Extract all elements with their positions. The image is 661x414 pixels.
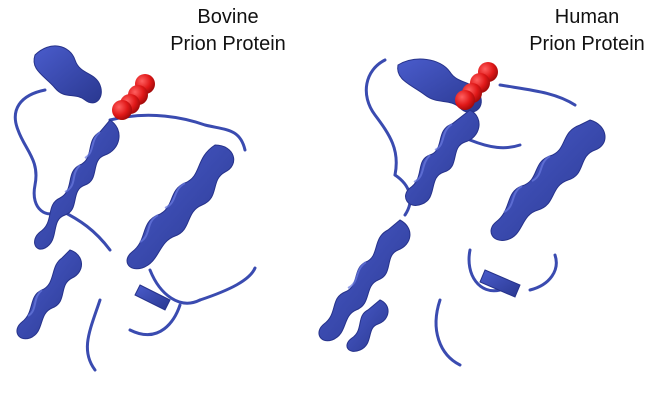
coil (468, 138, 522, 150)
bovine-label-line2: Prion Protein (170, 33, 286, 55)
strand-1 (134, 284, 171, 311)
coil (13, 88, 62, 216)
helix-5 (346, 299, 389, 352)
human-label-line1: Human (554, 6, 620, 28)
human-label-line2: Prion Protein (529, 33, 645, 55)
helix-4 (16, 249, 82, 340)
helix-1 (33, 45, 102, 104)
coil (85, 298, 102, 372)
coil (528, 253, 558, 292)
helix-2 (34, 119, 120, 250)
highlight-residue-bovine (112, 74, 155, 120)
helix-3 (490, 119, 606, 241)
coil (148, 268, 202, 305)
bovine-label: Bovine Prion Protein (153, 4, 303, 58)
human-label: Human Prion Protein (512, 4, 661, 58)
coil (128, 303, 182, 337)
strand-1 (479, 269, 521, 298)
coil (198, 266, 257, 302)
coil (498, 83, 577, 107)
helix-2 (405, 109, 480, 206)
coil (108, 113, 247, 152)
helix-3 (126, 144, 235, 270)
coil (467, 248, 502, 293)
bovine-label-line1: Bovine (197, 6, 259, 28)
coil (364, 58, 398, 177)
bovine-prion-structure (13, 45, 257, 372)
highlight-residue-human (455, 62, 498, 110)
coil (434, 298, 462, 367)
